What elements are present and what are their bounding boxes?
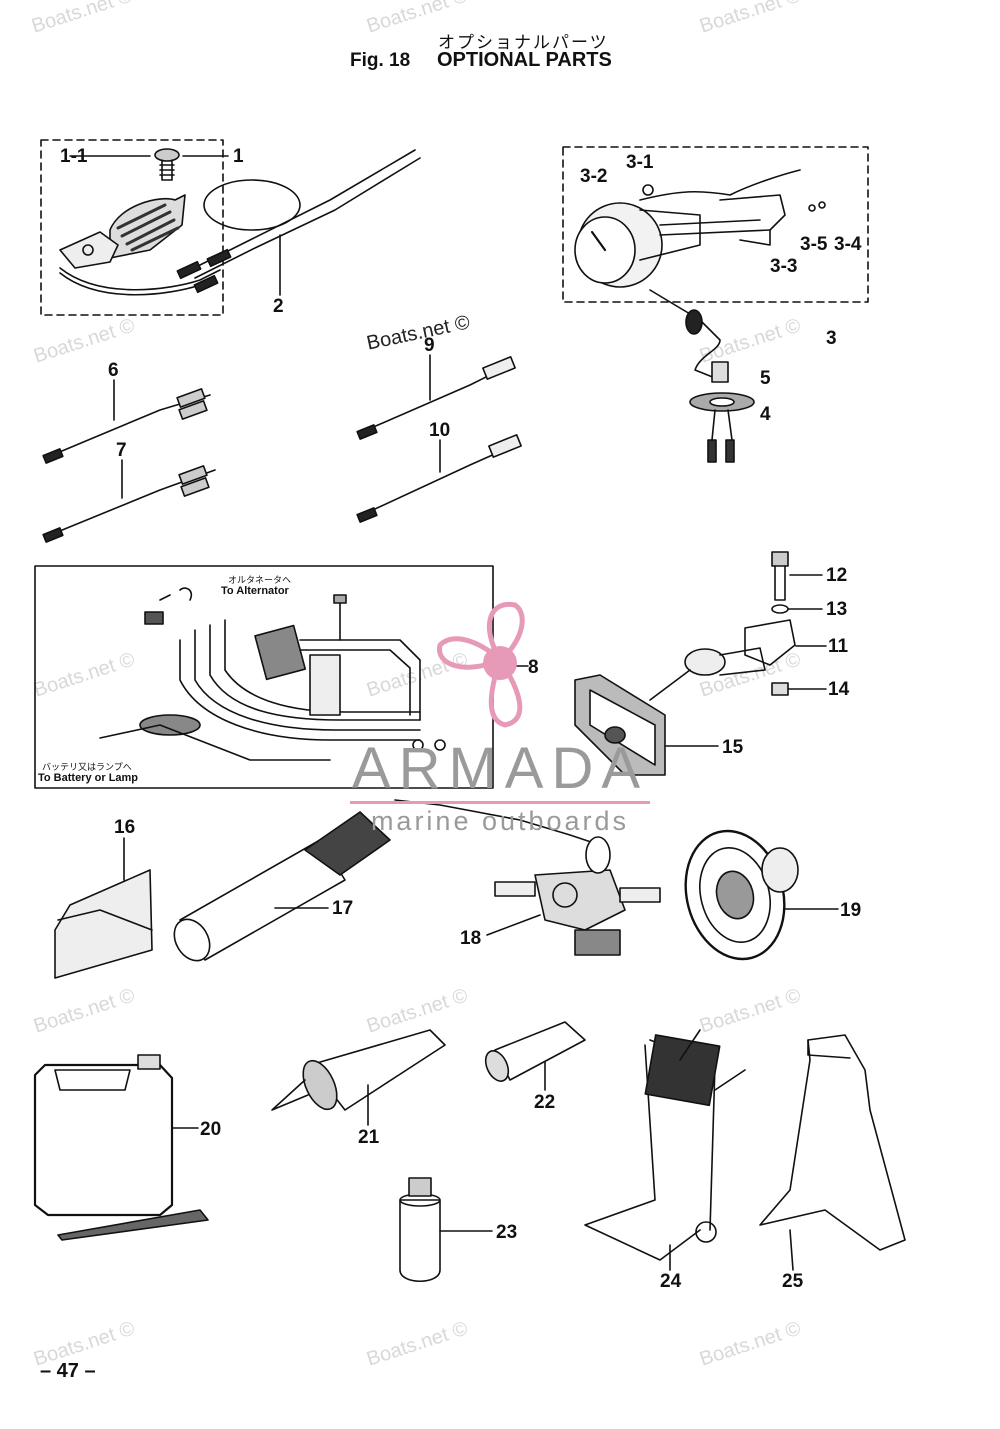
- pulley-cover-19: [684, 829, 799, 961]
- figure-label: Fig. 18: [350, 50, 411, 71]
- callout-3-1: 3-1: [626, 152, 654, 173]
- cover-plate-15: [574, 674, 666, 776]
- callout-6: 6: [108, 360, 119, 381]
- nut-3-4: [818, 201, 826, 209]
- hose-bracket-11: [649, 619, 796, 701]
- alternator-label-jp: オルタネータヘ: [228, 575, 292, 585]
- alternator-label: To Alternator: [221, 585, 289, 597]
- washer-13: [771, 604, 789, 614]
- nut-14: [771, 682, 789, 696]
- bolt-12: [771, 551, 789, 601]
- callout-23: 23: [496, 1222, 518, 1243]
- lead-wire-7: [42, 465, 216, 543]
- lead-wire-9: [356, 356, 516, 440]
- callout-16: 16: [114, 817, 136, 838]
- callout-19: 19: [840, 900, 862, 921]
- callout-1: 1: [233, 146, 244, 167]
- battery-label: To Battery or Lamp: [38, 772, 139, 784]
- lead-wire-6: [42, 388, 211, 464]
- callout-9: 9: [424, 335, 435, 356]
- page-title: OPTIONAL PARTS: [437, 49, 612, 71]
- callout-5: 5: [760, 368, 771, 389]
- sealant-tube-22: [484, 1021, 586, 1082]
- oil-bottle-23: [399, 1177, 441, 1282]
- rectifier-harness-8: [99, 587, 446, 761]
- callout-25: 25: [782, 1271, 804, 1292]
- callout-1-1: 1-1: [60, 146, 88, 167]
- callout-11: 11: [828, 636, 849, 657]
- grip-handle-17: [173, 811, 391, 962]
- page-number: – 47 –: [40, 1360, 96, 1382]
- fuel-tank-20: [33, 1054, 209, 1241]
- callout-2: 2: [273, 296, 284, 317]
- nut-3-1: [642, 184, 654, 196]
- brand-tagline: marine outboards: [370, 806, 630, 836]
- battery-label-jp: バッテリ又はランプへ: [42, 762, 132, 772]
- fuel-connector-18: [394, 799, 661, 956]
- callout-3-3: 3-3: [770, 256, 798, 277]
- tachometer-part: [574, 169, 801, 288]
- kit-3-box: [562, 146, 869, 303]
- brand-divider: [350, 801, 650, 804]
- callout-12: 12: [826, 565, 848, 586]
- callout-3: 3: [826, 328, 837, 349]
- callout-3-2: 3-2: [580, 166, 608, 187]
- callout-21: 21: [358, 1127, 380, 1148]
- japanese-title: オプショナルパーツ: [438, 33, 609, 52]
- kit-1-box: [40, 139, 224, 316]
- callout-4: 4: [760, 404, 771, 425]
- motor-stand-25: [759, 1034, 906, 1251]
- instruction-bag-16: [54, 869, 153, 979]
- washer-3-5: [808, 204, 816, 212]
- callout-3-4: 3-4: [834, 234, 862, 255]
- callout-24: 24: [660, 1271, 682, 1292]
- wire-harness-2: [59, 149, 421, 296]
- callout-10: 10: [429, 420, 451, 441]
- screw-1-1: [154, 148, 180, 181]
- callout-13: 13: [826, 599, 848, 620]
- lighting-coil-part: [59, 194, 186, 269]
- propeller-logo-icon: [437, 601, 525, 728]
- callout-20: 20: [200, 1119, 222, 1140]
- callout-14: 14: [828, 679, 850, 700]
- grommet-4: [689, 392, 755, 463]
- sender-cable-5: [649, 289, 729, 383]
- callout-3-5: 3-5: [800, 234, 828, 255]
- motor-carrier-24: [584, 1029, 746, 1261]
- lead-wire-10: [356, 434, 522, 523]
- callout-7: 7: [116, 440, 127, 461]
- bracket-3-3: [719, 194, 786, 246]
- callout-18: 18: [460, 928, 482, 949]
- callout-15: 15: [722, 737, 744, 758]
- callout-22: 22: [534, 1092, 556, 1113]
- grease-tube-21: [271, 1029, 446, 1111]
- brand-name: ARMADA: [351, 736, 649, 801]
- callout-17: 17: [332, 898, 354, 919]
- callout-8: 8: [528, 657, 539, 678]
